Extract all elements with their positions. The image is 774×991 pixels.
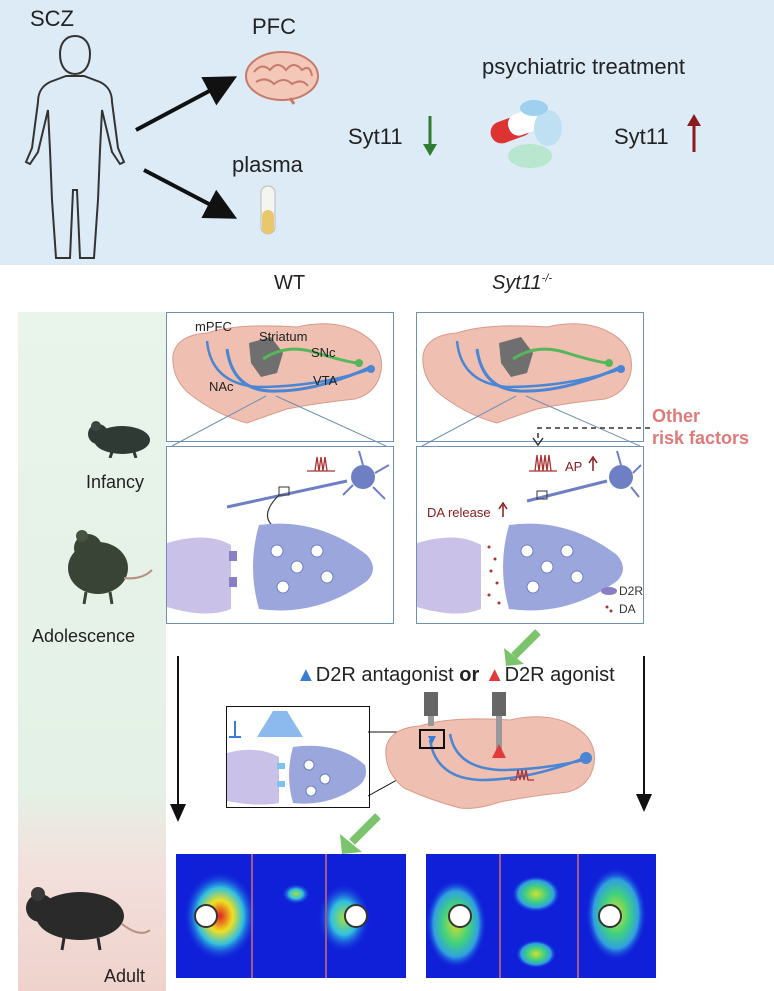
antagonist-synapse-diagram	[227, 711, 366, 805]
ko-brain-panel	[416, 312, 644, 442]
wt-synapse-diagram	[167, 450, 390, 614]
wt-development-arrow	[170, 656, 186, 822]
ko-heatmap	[426, 854, 656, 978]
wt-brain-diagram: mPFC Striatum SNc NAc VTA	[172, 319, 382, 424]
treatment-label: psychiatric treatment	[482, 54, 685, 79]
agonist-marker-icon: ▲	[484, 664, 505, 686]
ko-development-arrow	[636, 656, 652, 812]
syt11-right-label: Syt11	[614, 124, 669, 149]
human-silhouette-icon	[24, 34, 126, 259]
ko-synapse-panel: AP DA release D2R DA	[416, 446, 644, 624]
snc-label: SNc	[311, 345, 336, 360]
adult-mouse-icon	[26, 887, 151, 951]
stage-adolescence: Adolescence	[32, 626, 136, 646]
down-arrow-icon	[423, 116, 437, 156]
legend-da: DA	[619, 602, 636, 616]
arrow-to-plasma	[143, 168, 238, 219]
scz-label: SCZ	[30, 6, 74, 31]
nac-label: NAc	[209, 379, 234, 394]
green-arrow-to-heatmap	[340, 813, 381, 854]
treatment-brain-diagram	[385, 692, 595, 809]
ko-column-title: Syt11-/-	[492, 272, 552, 295]
stage-adult: Adult	[104, 966, 146, 986]
up-arrow-icon	[687, 114, 701, 152]
inhibit-icon	[229, 721, 241, 738]
arrows-to-targets	[135, 76, 238, 219]
agonist-label: D2R agonist	[504, 664, 615, 686]
risk-factors-line2: risk factors	[652, 428, 750, 448]
risk-dashed-arrow	[532, 427, 650, 446]
ap-label: AP	[565, 459, 582, 474]
treatment-row: ▲D2R antagonist or ▲D2R agonist	[296, 664, 615, 687]
da-release-label: DA release	[427, 505, 491, 520]
wt-column-title: WT	[274, 272, 306, 294]
stage-infancy: Infancy	[86, 472, 145, 492]
wt-brain-panel: mPFC Striatum SNc NAc VTA	[166, 312, 394, 442]
pfc-label: PFC	[252, 14, 296, 39]
syt11-left-label: Syt11	[348, 124, 403, 149]
infant-mouse-icon	[88, 421, 150, 458]
top-panel-background	[0, 0, 774, 265]
striatum-label: Striatum	[259, 329, 307, 344]
vta-label: VTA	[313, 373, 338, 388]
green-arrow-to-treatment	[504, 629, 541, 666]
ko-title-superscript: -/-	[541, 272, 553, 285]
or-label: or	[459, 664, 480, 686]
antagonist-marker-icon: ▲	[296, 664, 316, 686]
wt-heatmap	[176, 854, 406, 978]
mpfc-label: mPFC	[195, 319, 232, 334]
zoom-lines	[171, 395, 641, 447]
arrow-to-pfc	[135, 76, 238, 132]
risk-factors-line1: Other	[652, 406, 701, 426]
ko-title-text: Syt11	[492, 272, 542, 294]
brain-icon	[245, 51, 319, 105]
antagonist-label: D2R antagonist	[315, 664, 454, 686]
adolescent-mouse-icon	[68, 530, 153, 605]
ko-brain-diagram	[422, 323, 632, 424]
test-tube-icon	[260, 185, 276, 235]
legend-d2r: D2R	[619, 584, 643, 598]
plasma-label: plasma	[232, 152, 303, 177]
ko-synapse-diagram: AP DA release D2R DA	[417, 450, 643, 616]
ap-up-arrow-icon	[588, 455, 598, 471]
da-release-up-arrow-icon	[498, 501, 508, 517]
antagonist-inset	[226, 706, 370, 808]
pills-icon	[490, 100, 562, 168]
wt-synapse-panel	[166, 446, 394, 624]
